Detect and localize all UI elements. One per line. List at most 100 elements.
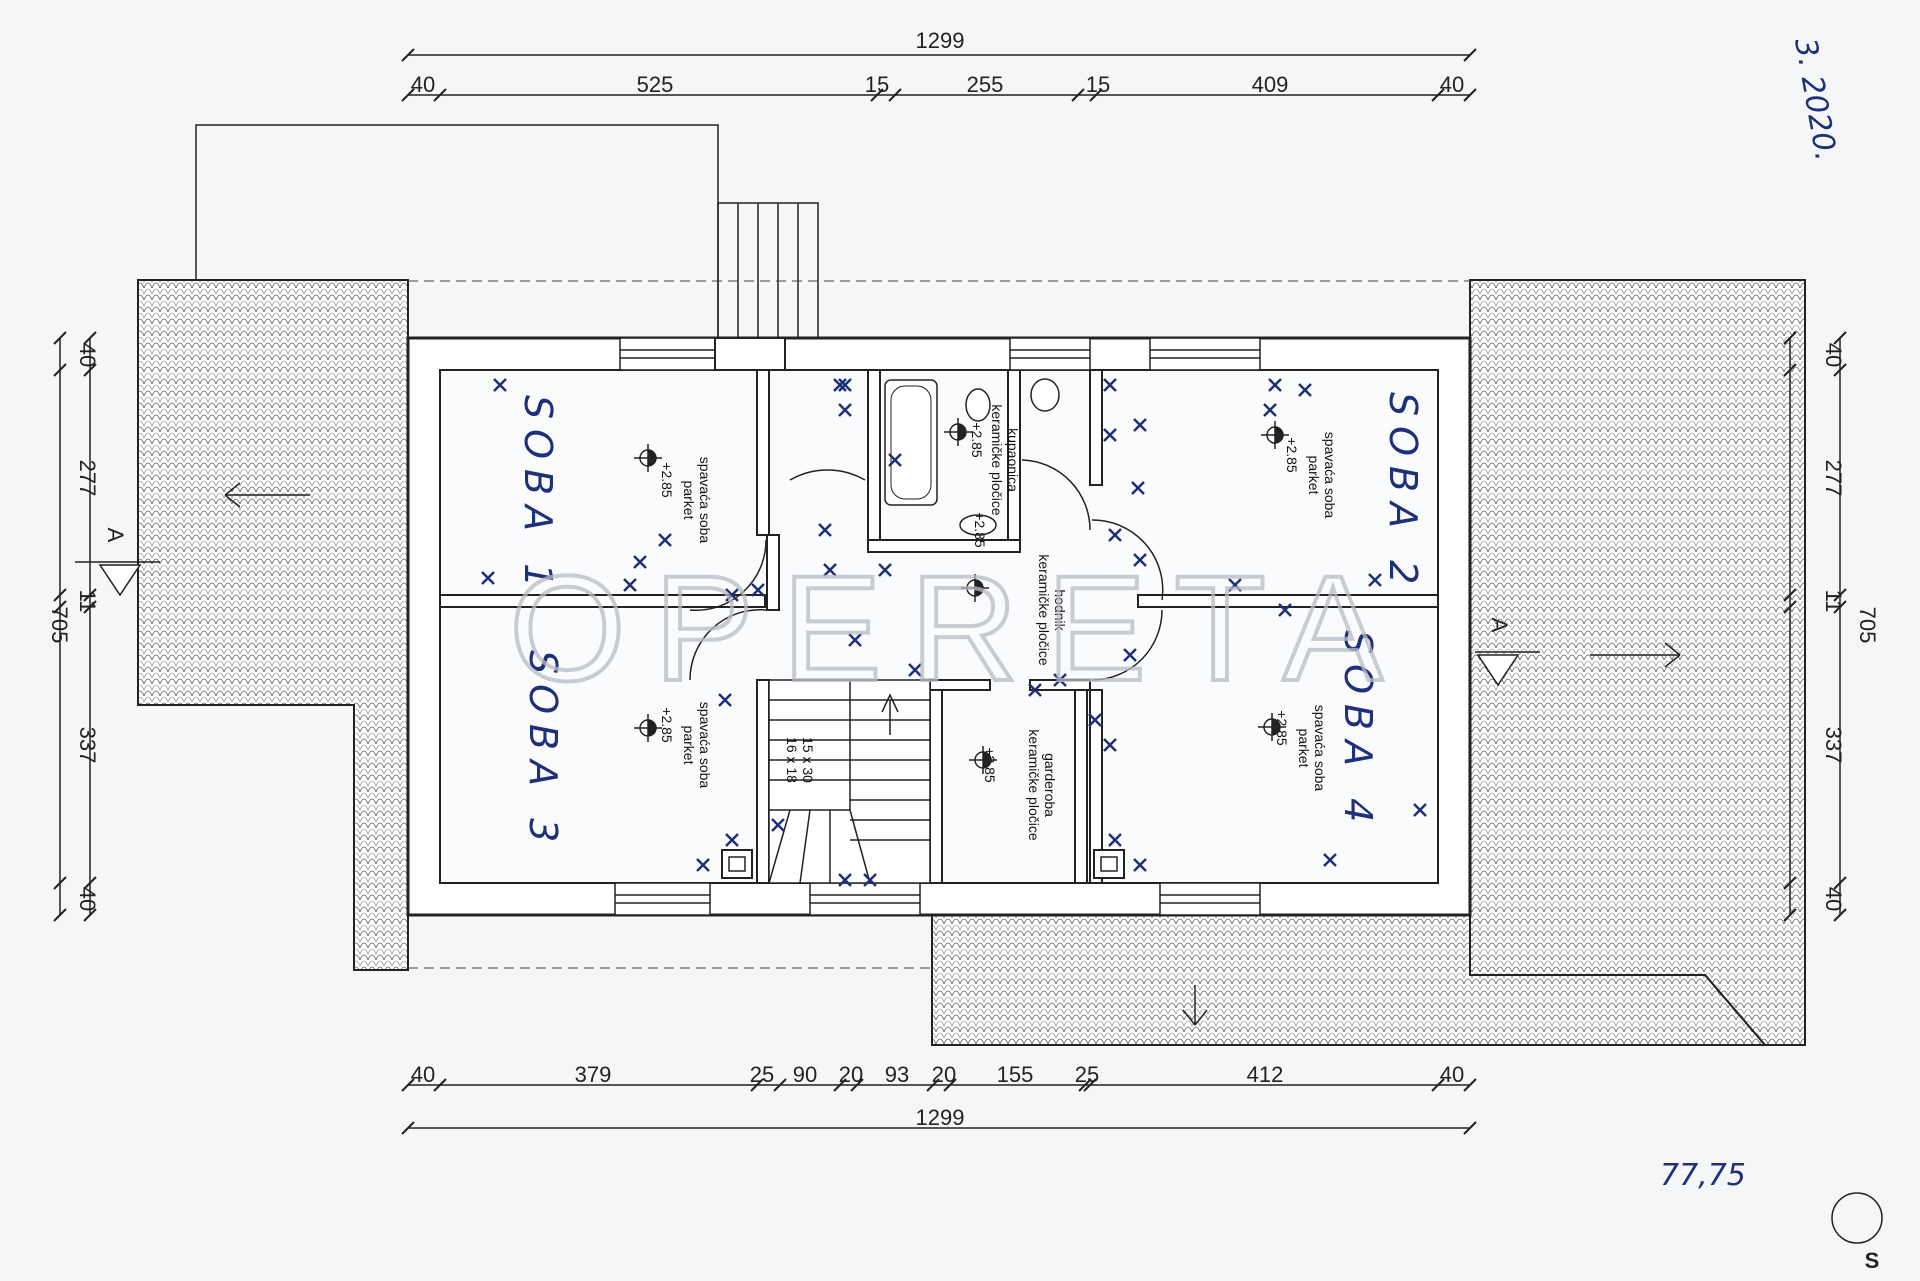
dim-bottom-total: 1299 — [916, 1105, 965, 1130]
outlet-mark — [1133, 858, 1147, 872]
svg-text:parket: parket — [681, 726, 697, 765]
dimension-lines — [53, 48, 1847, 1135]
dim-top-4: 255 — [967, 72, 1004, 97]
dimension-tick — [888, 88, 902, 102]
dim-bottom-4: 90 — [793, 1062, 817, 1087]
outlet-mark — [1368, 573, 1382, 587]
dim-bottom-3: 25 — [750, 1062, 774, 1087]
outlet-mark — [838, 873, 852, 887]
outlet-mark — [1263, 403, 1277, 417]
dim-bottom-5: 20 — [839, 1062, 863, 1087]
handwritten-date: 3. 2020. — [1787, 35, 1843, 163]
stairs-label: 15 x 30 16 x 18 — [784, 737, 816, 783]
handwritten-soba-4: SOBA 4 — [1336, 630, 1380, 832]
dimension-tick — [1833, 876, 1847, 890]
dimension-tick — [401, 1121, 415, 1135]
dimension-tick — [53, 331, 67, 345]
dimension-tick — [850, 1078, 864, 1092]
outlet-mark — [1103, 378, 1117, 392]
dimension-tick — [401, 48, 415, 62]
svg-text:garderoba: garderoba — [1042, 753, 1058, 817]
dim-bottom-8: 155 — [997, 1062, 1034, 1087]
svg-text:parket: parket — [1296, 729, 1312, 768]
dimension-tick — [83, 876, 97, 890]
svg-text:parket: parket — [1306, 456, 1322, 495]
dimension-tick — [1833, 363, 1847, 377]
dimension-tick — [1833, 588, 1847, 602]
room-soba3: spavaća soba parket +2.85 — [659, 702, 713, 789]
outlet-mark — [725, 588, 739, 602]
dimension-tick — [53, 363, 67, 377]
outlet-mark — [1088, 713, 1102, 727]
outlet-mark — [1413, 803, 1427, 817]
outlet-mark — [623, 578, 637, 592]
dim-top-2: 525 — [637, 72, 674, 97]
dim-top-6: 409 — [1252, 72, 1289, 97]
outlet-mark — [1103, 428, 1117, 442]
room-bathroom: kupaonica keramičke pločice +2.85 — [969, 404, 1021, 515]
svg-text:spavaća soba: spavaća soba — [1312, 705, 1328, 792]
dimension-tick — [1431, 88, 1445, 102]
outlet-mark — [1108, 833, 1122, 847]
wall-v1 — [756, 369, 770, 536]
dimension-tick — [833, 1078, 847, 1092]
dimension-tick — [53, 588, 67, 602]
dimension-tick — [943, 1078, 957, 1092]
dim-bottom-10: 412 — [1247, 1062, 1284, 1087]
dimension-tick — [83, 331, 97, 345]
outlet-mark — [838, 378, 852, 392]
staircase — [768, 679, 931, 884]
dim-bottom-7: 20 — [932, 1062, 956, 1087]
svg-text:15 x 30: 15 x 30 — [800, 737, 816, 783]
dimension-tick — [1783, 876, 1797, 890]
dimension-tick — [750, 1078, 764, 1092]
light-symbols — [634, 418, 1289, 774]
dimension-tick — [1783, 600, 1797, 614]
dim-bottom-9: 25 — [1075, 1062, 1099, 1087]
svg-text:keramičke pločice: keramičke pločice — [1036, 554, 1052, 665]
svg-text:+2.85: +2.85 — [1274, 710, 1290, 746]
dim-right-4: 337 — [1821, 727, 1846, 764]
partition-left — [439, 594, 766, 608]
balcony-outline — [195, 124, 1470, 969]
dimension-tick — [1431, 1078, 1445, 1092]
outlet-mark — [1103, 738, 1117, 752]
roof-right — [1469, 279, 1806, 1046]
dimension-tick — [1833, 908, 1847, 922]
dimension-tick — [1833, 600, 1847, 614]
dim-top-5: 15 — [1086, 72, 1110, 97]
dim-left-total: 705 — [47, 607, 72, 644]
outlet-mark — [658, 533, 672, 547]
outlet-mark — [908, 663, 922, 677]
outlet-mark — [1131, 481, 1145, 495]
svg-text:spavaća soba: spavaća soba — [1322, 432, 1338, 519]
dimension-tick — [1783, 908, 1797, 922]
dim-top-1: 40 — [411, 72, 435, 97]
svg-text:parket: parket — [681, 481, 697, 520]
svg-text:+2.85: +2.85 — [659, 462, 675, 498]
sink — [959, 514, 997, 536]
room-soba4: spavaća soba parket +2.85 — [1274, 705, 1328, 792]
outlet-mark — [481, 571, 495, 585]
dim-left-1: 40 — [75, 343, 100, 367]
outlet-mark — [838, 403, 852, 417]
dim-left-2: 277 — [75, 460, 100, 497]
outlet-mark — [888, 453, 902, 467]
balcony-stair — [717, 202, 819, 339]
outlet-mark — [1133, 418, 1147, 432]
svg-text:spavaća soba: spavaća soba — [697, 457, 713, 544]
dimension-tick — [1089, 88, 1103, 102]
dimension-tick — [83, 600, 97, 614]
bath-wall-left — [867, 369, 881, 551]
dimension-tick — [1833, 331, 1847, 345]
bath-wall-bottom — [867, 539, 1021, 553]
svg-text:kupaonica: kupaonica — [1005, 428, 1021, 492]
north-marker: S — [1831, 1192, 1883, 1273]
outlet-mark — [751, 583, 765, 597]
wall-v1b — [766, 534, 780, 611]
handwritten-soba-3: SOBA 3 — [521, 650, 565, 852]
outlet-mark — [818, 523, 832, 537]
room-soba2: spavaća soba parket +2.85 — [1284, 432, 1338, 519]
dimension-tick — [53, 908, 67, 922]
dimension-tick — [1083, 1078, 1097, 1092]
